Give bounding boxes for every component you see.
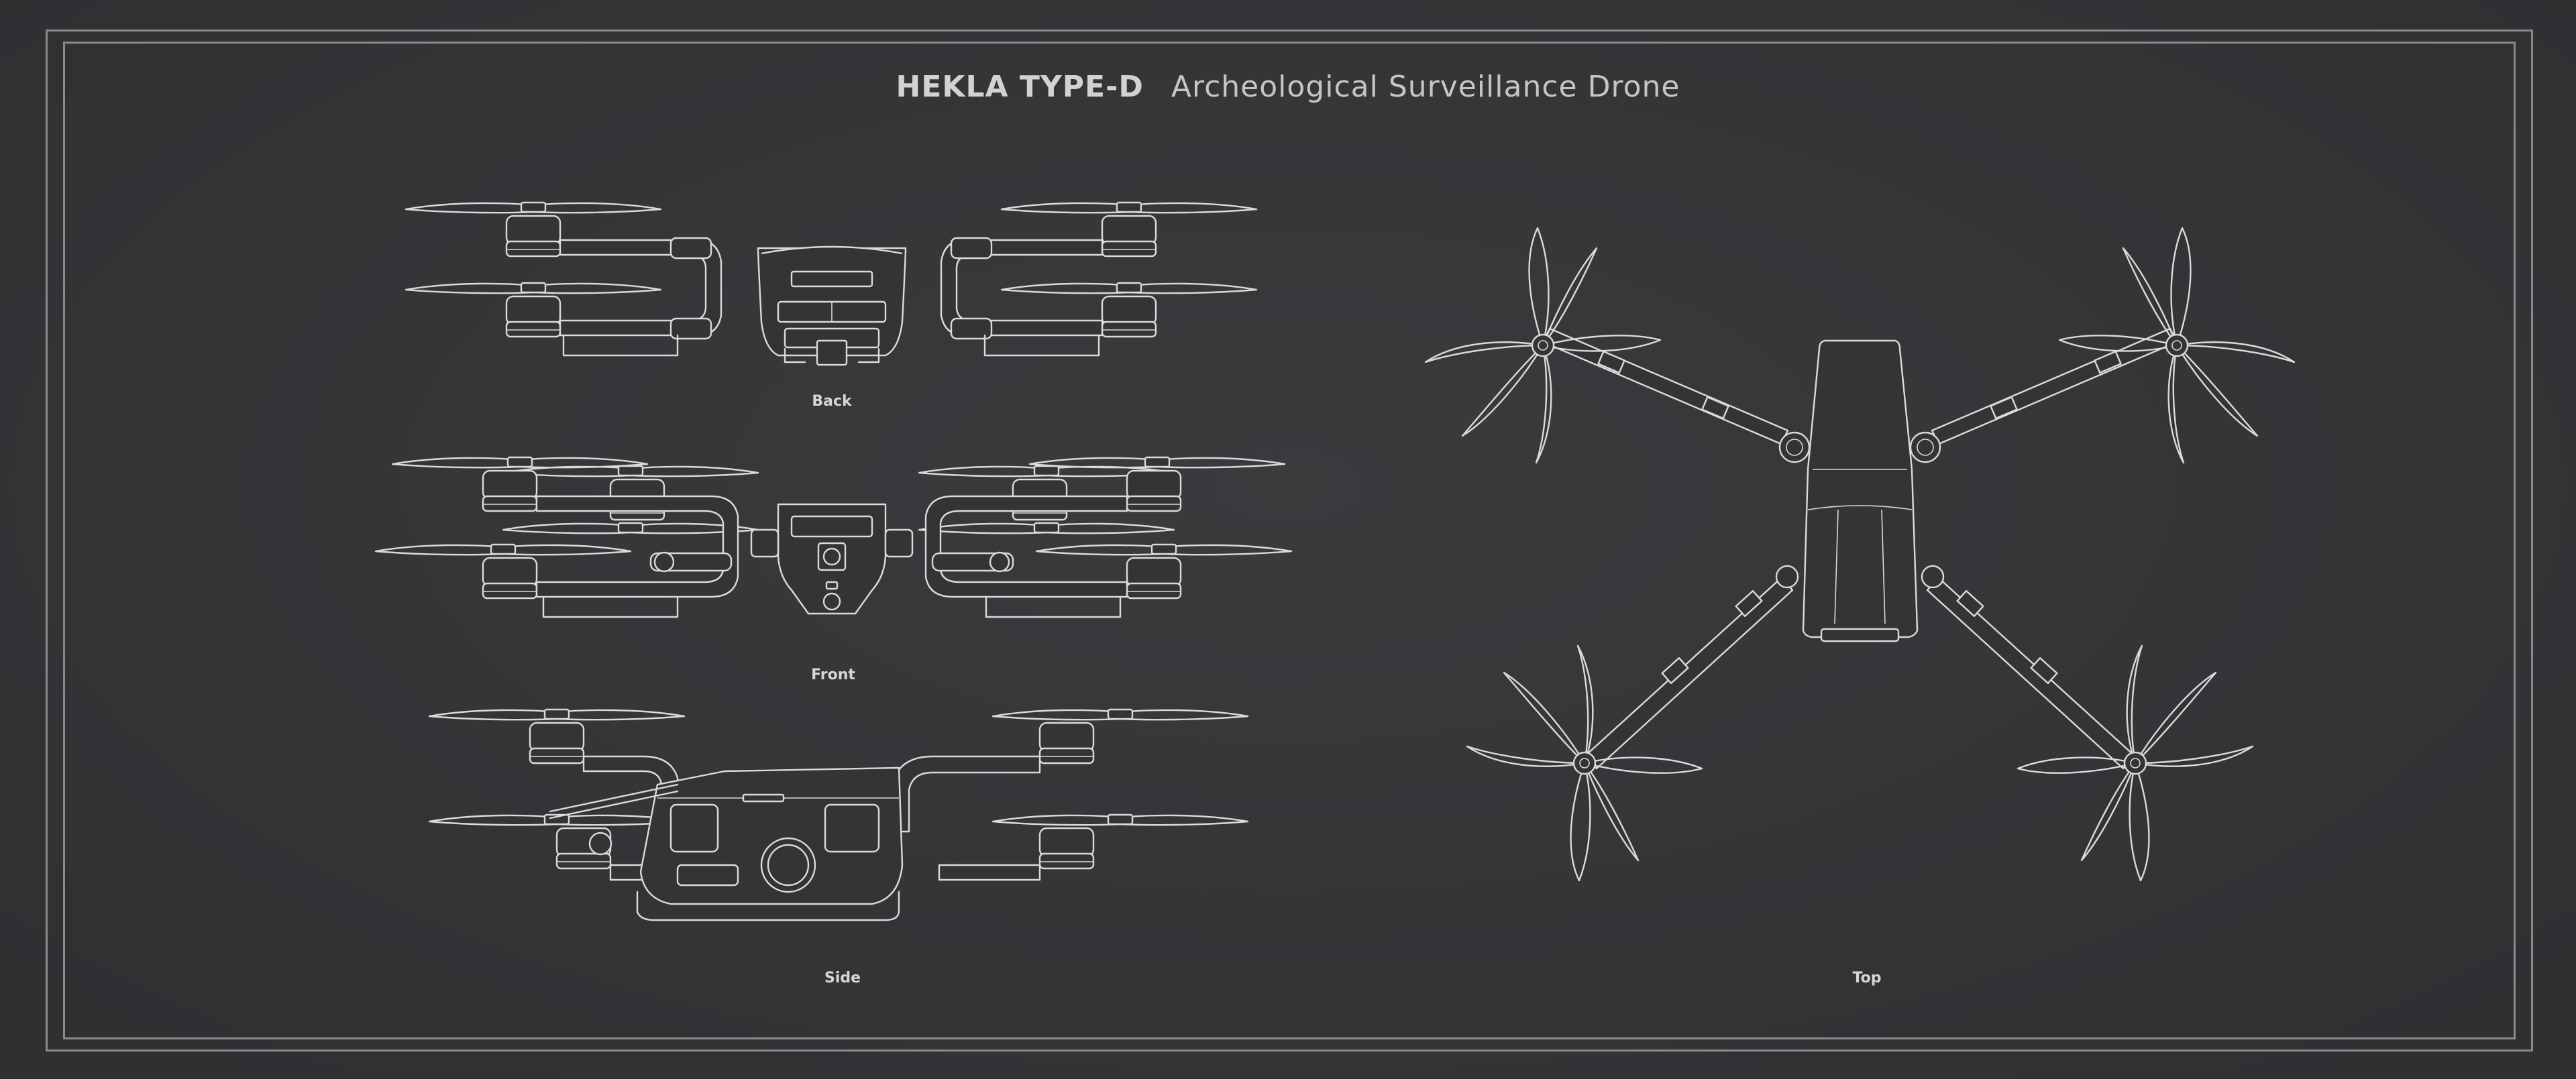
side-view-drawing [428,708,1249,921]
back-view-drawing [405,201,1258,366]
caption-front: Front [811,667,855,683]
top-view-drawing [1424,227,2296,882]
front-view-drawing [374,456,1293,618]
title-subtitle: Archeological Surveillance Drone [1171,70,1680,104]
page-title: HEKLA TYPE-D Archeological Surveillance … [0,70,2576,104]
caption-back: Back [812,393,852,410]
outer-frame [46,30,2533,1052]
inner-frame [63,42,2516,1039]
caption-side: Side [824,970,861,986]
title-model: HEKLA TYPE-D [896,70,1144,104]
caption-top: Top [1852,970,1882,986]
